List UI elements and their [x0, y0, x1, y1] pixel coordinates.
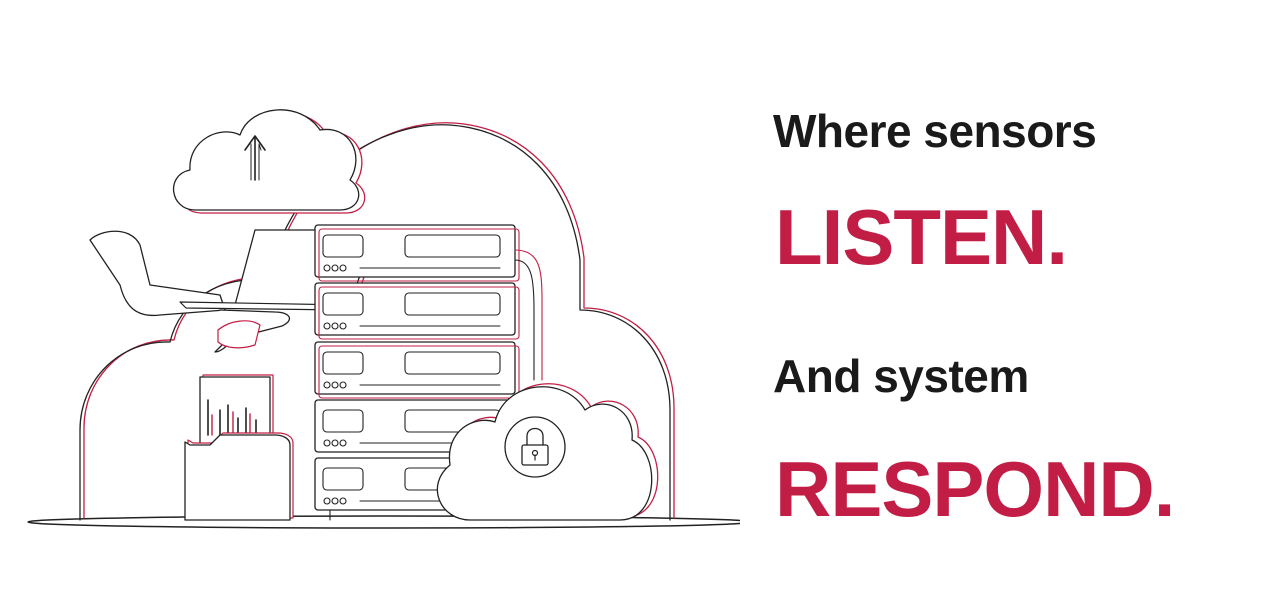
document-folder-icon [184, 374, 294, 521]
headline-line-3: And system [773, 350, 1029, 402]
headline-line-2-accent: LISTEN. [775, 193, 1068, 281]
upload-cloud-icon [173, 109, 366, 214]
cloud-server-illustration [27, 109, 740, 529]
headline-line-4-accent: RESPOND. [775, 445, 1175, 533]
headline-line-1: Where sensors [773, 105, 1097, 157]
ground-ellipse [27, 515, 740, 529]
padlock-cloud-icon [436, 383, 659, 521]
